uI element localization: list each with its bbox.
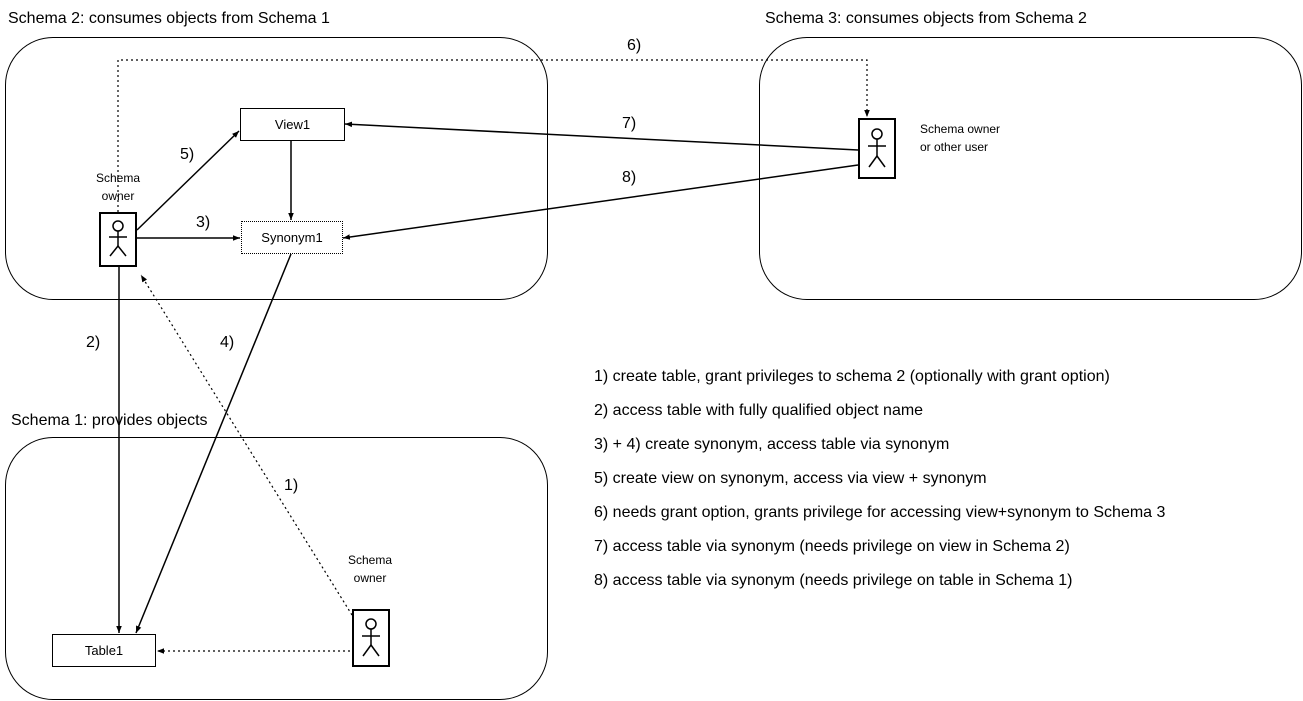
schema1-owner-label: Schema owner	[336, 551, 404, 587]
legend-item: 6) needs grant option, grants privilege …	[594, 504, 1166, 521]
step-label-5: 5)	[180, 146, 195, 163]
arrow-step8	[342, 164, 859, 240]
schema2-owner-label: Schema owner	[84, 169, 152, 205]
schema1-owner-actor-icon	[352, 609, 390, 667]
schema1-owner-label-line1: Schema	[347, 553, 393, 567]
step-label-6: 6)	[627, 37, 642, 54]
schema2-region	[5, 37, 548, 300]
schema3-user-label-line2: or other user	[920, 140, 989, 154]
arrow-step7	[344, 121, 859, 151]
schema1-owner-label-line2: owner	[353, 571, 387, 585]
step-label-7: 7)	[622, 115, 637, 132]
legend-list: 1) create table, grant privileges to sch…	[594, 360, 1165, 598]
legend-item: 5) create view on synonym, access via vi…	[594, 470, 987, 487]
step-label-2: 2)	[86, 334, 101, 351]
schema2-owner-label-line1: Schema	[95, 171, 141, 185]
step-label-4: 4)	[220, 334, 235, 351]
schema3-region	[759, 37, 1302, 300]
schema3-title: Schema 3: consumes objects from Schema 2	[765, 10, 1087, 27]
legend-item: 2) access table with fully qualified obj…	[594, 402, 924, 419]
schema1-title: Schema 1: provides objects	[11, 412, 208, 429]
step-label-1: 1)	[284, 477, 299, 494]
schema2-title: Schema 2: consumes objects from Schema 1	[8, 10, 330, 27]
legend-item: 7) access table via synonym (needs privi…	[594, 538, 1070, 555]
view1-box: View1	[240, 108, 345, 141]
arrow-step1	[140, 274, 353, 616]
table1-box: Table1	[52, 634, 156, 667]
synonym1-box: Synonym1	[241, 221, 343, 254]
legend-item: 8) access table via synonym (needs privi…	[594, 572, 1073, 589]
arrow-step6	[117, 59, 870, 212]
legend-item: 1) create table, grant privileges to sch…	[594, 368, 1110, 385]
schema3-user-label-line1: Schema owner	[920, 122, 1001, 136]
step-label-8: 8)	[622, 169, 637, 186]
schema3-user-actor-icon	[858, 118, 896, 179]
schema2-owner-label-line2: owner	[101, 189, 135, 203]
schema2-owner-actor-icon	[99, 212, 137, 267]
schema1-region	[5, 437, 548, 700]
step-label-3: 3)	[196, 214, 211, 231]
arrow-step5	[136, 130, 240, 231]
arrow-step4	[135, 253, 292, 634]
legend-item: 3) + 4) create synonym, access table via…	[594, 436, 950, 453]
schema3-user-label: Schema owner or other user	[920, 120, 1000, 156]
